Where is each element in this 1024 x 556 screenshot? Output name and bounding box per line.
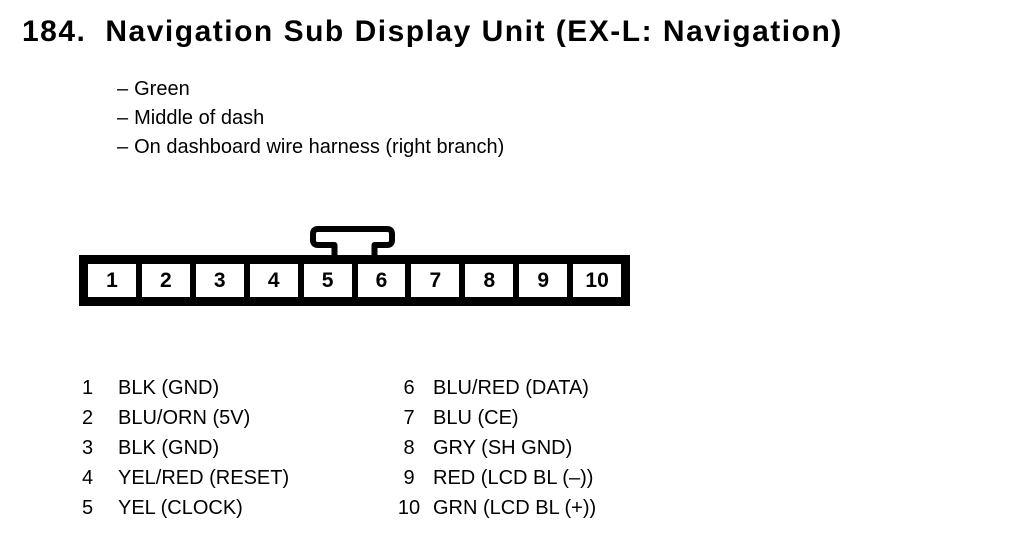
note-line: – Middle of dash	[117, 104, 504, 133]
pin-wire-label: YEL/RED (RESET)	[118, 467, 290, 489]
dash-bullet: –	[117, 107, 129, 129]
pin-cavity-3: 3	[192, 261, 247, 300]
pin-number: 3	[81, 437, 94, 459]
pin-cavity-4: 4	[246, 261, 301, 300]
connector-notes: – Green – Middle of dash – On dashboard …	[117, 75, 504, 162]
note-text: Middle of dash	[134, 107, 265, 129]
pinout-row-9: 9 RED (LCD BL (–))	[391, 463, 596, 493]
note-text: Green	[134, 78, 190, 100]
pin-cavity-5: 5	[300, 261, 355, 300]
pin-wire-label: BLU (CE)	[433, 407, 519, 429]
pin-cavity-10: 10	[570, 261, 625, 300]
pin-number: 7	[403, 407, 415, 429]
page-title: 184. Navigation Sub Display Unit (EX-L: …	[22, 15, 843, 49]
pin-number: 1	[81, 377, 94, 399]
pin-number: 6	[403, 377, 415, 399]
pin-number: 8	[403, 437, 415, 459]
pinout-row-2: 2 BLU/ORN (5V)	[70, 403, 289, 433]
pin-number: 5	[81, 497, 94, 519]
pinout-row-5: 5 YEL (CLOCK)	[70, 493, 289, 523]
pin-cavity-7: 7	[408, 261, 463, 300]
pinout-row-6: 6 BLU/RED (DATA)	[391, 373, 596, 403]
pin-number: 10	[397, 497, 421, 519]
pin-number: 9	[403, 467, 415, 489]
page-title-number: 184.	[22, 15, 87, 48]
pinout-row-1: 1 BLK (GND)	[70, 373, 289, 403]
pinout-row-7: 7 BLU (CE)	[391, 403, 596, 433]
pin-wire-label: RED (LCD BL (–))	[433, 467, 594, 489]
pinout-list-right: 6 BLU/RED (DATA) 7 BLU (CE) 8 GRY (SH GN…	[391, 373, 596, 523]
note-line: – Green	[117, 75, 504, 104]
pin-wire-label: BLK (GND)	[118, 437, 220, 459]
pinout-row-4: 4 YEL/RED (RESET)	[70, 463, 289, 493]
page-title-text: Navigation Sub Display Unit (EX-L: Navig…	[105, 15, 843, 48]
pin-wire-label: BLU/ORN (5V)	[118, 407, 251, 429]
pinout-row-8: 8 GRY (SH GND)	[391, 433, 596, 463]
note-line: – On dashboard wire harness (right branc…	[117, 133, 504, 162]
pinout-list-left: 1 BLK (GND) 2 BLU/ORN (5V) 3 BLK (GND) 4…	[70, 373, 289, 523]
note-text: On dashboard wire harness (right branch)	[134, 136, 505, 158]
connector-latch-tab-icon	[310, 226, 395, 257]
pinout-row-10: 10 GRN (LCD BL (+))	[391, 493, 596, 523]
pin-wire-label: GRY (SH GND)	[433, 437, 573, 459]
pin-cavity-9: 9	[516, 261, 571, 300]
pin-cavity-1: 1	[85, 261, 139, 300]
connector-body: 1 2 3 4 5 6 7 8 9 10	[79, 255, 630, 306]
pin-wire-label: BLU/RED (DATA)	[433, 377, 589, 399]
dash-bullet: –	[117, 78, 129, 100]
pin-wire-label: YEL (CLOCK)	[118, 497, 243, 519]
pin-wire-label: GRN (LCD BL (+))	[433, 497, 597, 519]
pin-number: 2	[81, 407, 94, 429]
pin-number: 4	[81, 467, 94, 489]
pinout-row-3: 3 BLK (GND)	[70, 433, 289, 463]
pin-cavity-6: 6	[354, 261, 409, 300]
dash-bullet: –	[117, 136, 129, 158]
pin-wire-label: BLK (GND)	[118, 377, 220, 399]
pin-cavity-2: 2	[138, 261, 193, 300]
pin-cavity-8: 8	[462, 261, 517, 300]
